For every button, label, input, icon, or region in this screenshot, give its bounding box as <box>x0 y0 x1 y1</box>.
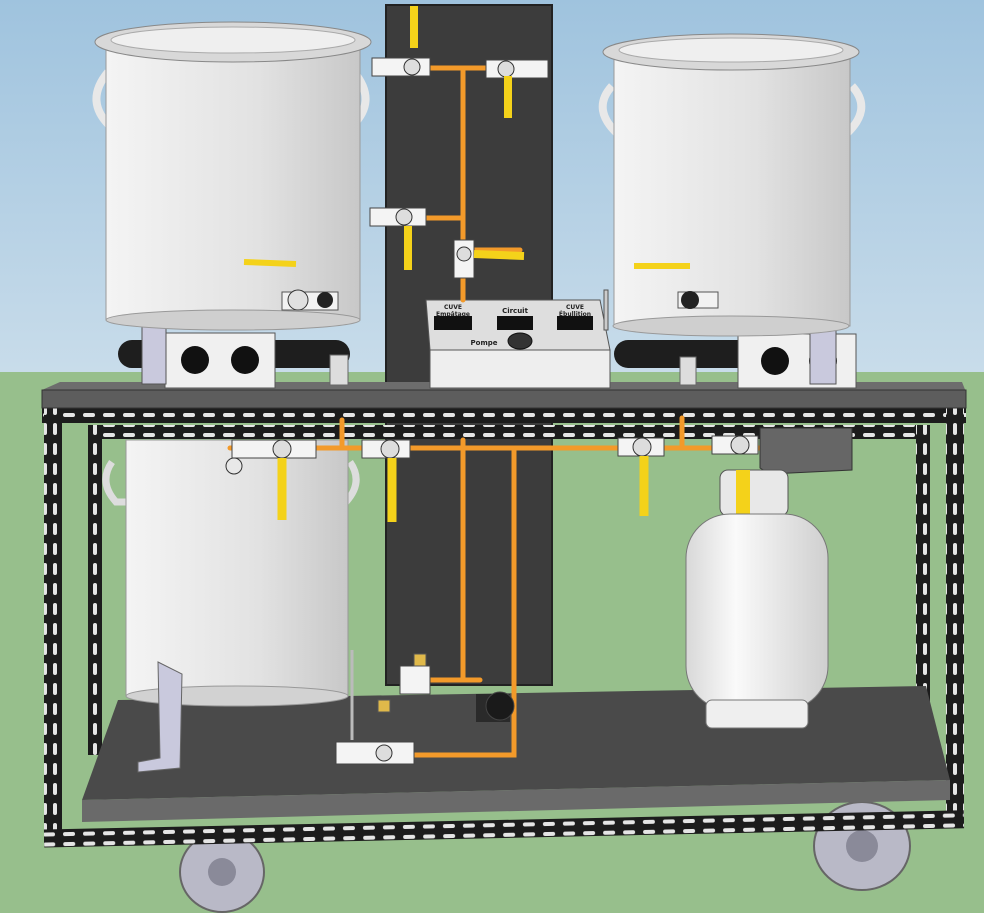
display-right-title: CUVE <box>566 304 584 311</box>
kettle-stand <box>137 661 183 773</box>
kettle-icon <box>92 21 372 331</box>
display-middle: Circuit <box>497 307 533 330</box>
burner-box-right <box>737 333 857 389</box>
ball-valve-icon[interactable] <box>225 439 317 520</box>
pump <box>476 691 515 722</box>
propane-tank-icon <box>685 469 829 729</box>
pump-label: Pompe <box>471 339 498 347</box>
display-middle-title: Circuit <box>502 307 529 315</box>
ball-valve-icon[interactable] <box>335 699 415 765</box>
display-left-title: CUVE <box>444 304 462 311</box>
display-right: CUVE Ébullition <box>557 304 593 330</box>
kettle-icon <box>598 33 866 337</box>
ball-valve-icon[interactable] <box>453 239 525 279</box>
ball-valve-icon[interactable] <box>485 59 549 118</box>
ball-valve-icon[interactable] <box>711 435 759 455</box>
ball-valve-icon[interactable] <box>361 439 411 522</box>
gas-regulator-box <box>759 427 853 475</box>
ball-valve-icon[interactable] <box>617 437 665 516</box>
ball-valve-icon <box>634 263 719 309</box>
kettle-icon <box>102 439 360 707</box>
ball-valve-icon[interactable] <box>369 207 427 270</box>
ball-valve-icon[interactable] <box>399 653 431 695</box>
display-left-subtitle: Empâtage <box>436 311 470 318</box>
ball-valve-icon[interactable] <box>371 6 431 77</box>
ball-valve-icon <box>243 259 339 311</box>
pump-knob[interactable] <box>507 332 533 350</box>
display-right-subtitle: Ébullition <box>559 310 591 318</box>
display-left: CUVE Empâtage <box>434 304 472 330</box>
